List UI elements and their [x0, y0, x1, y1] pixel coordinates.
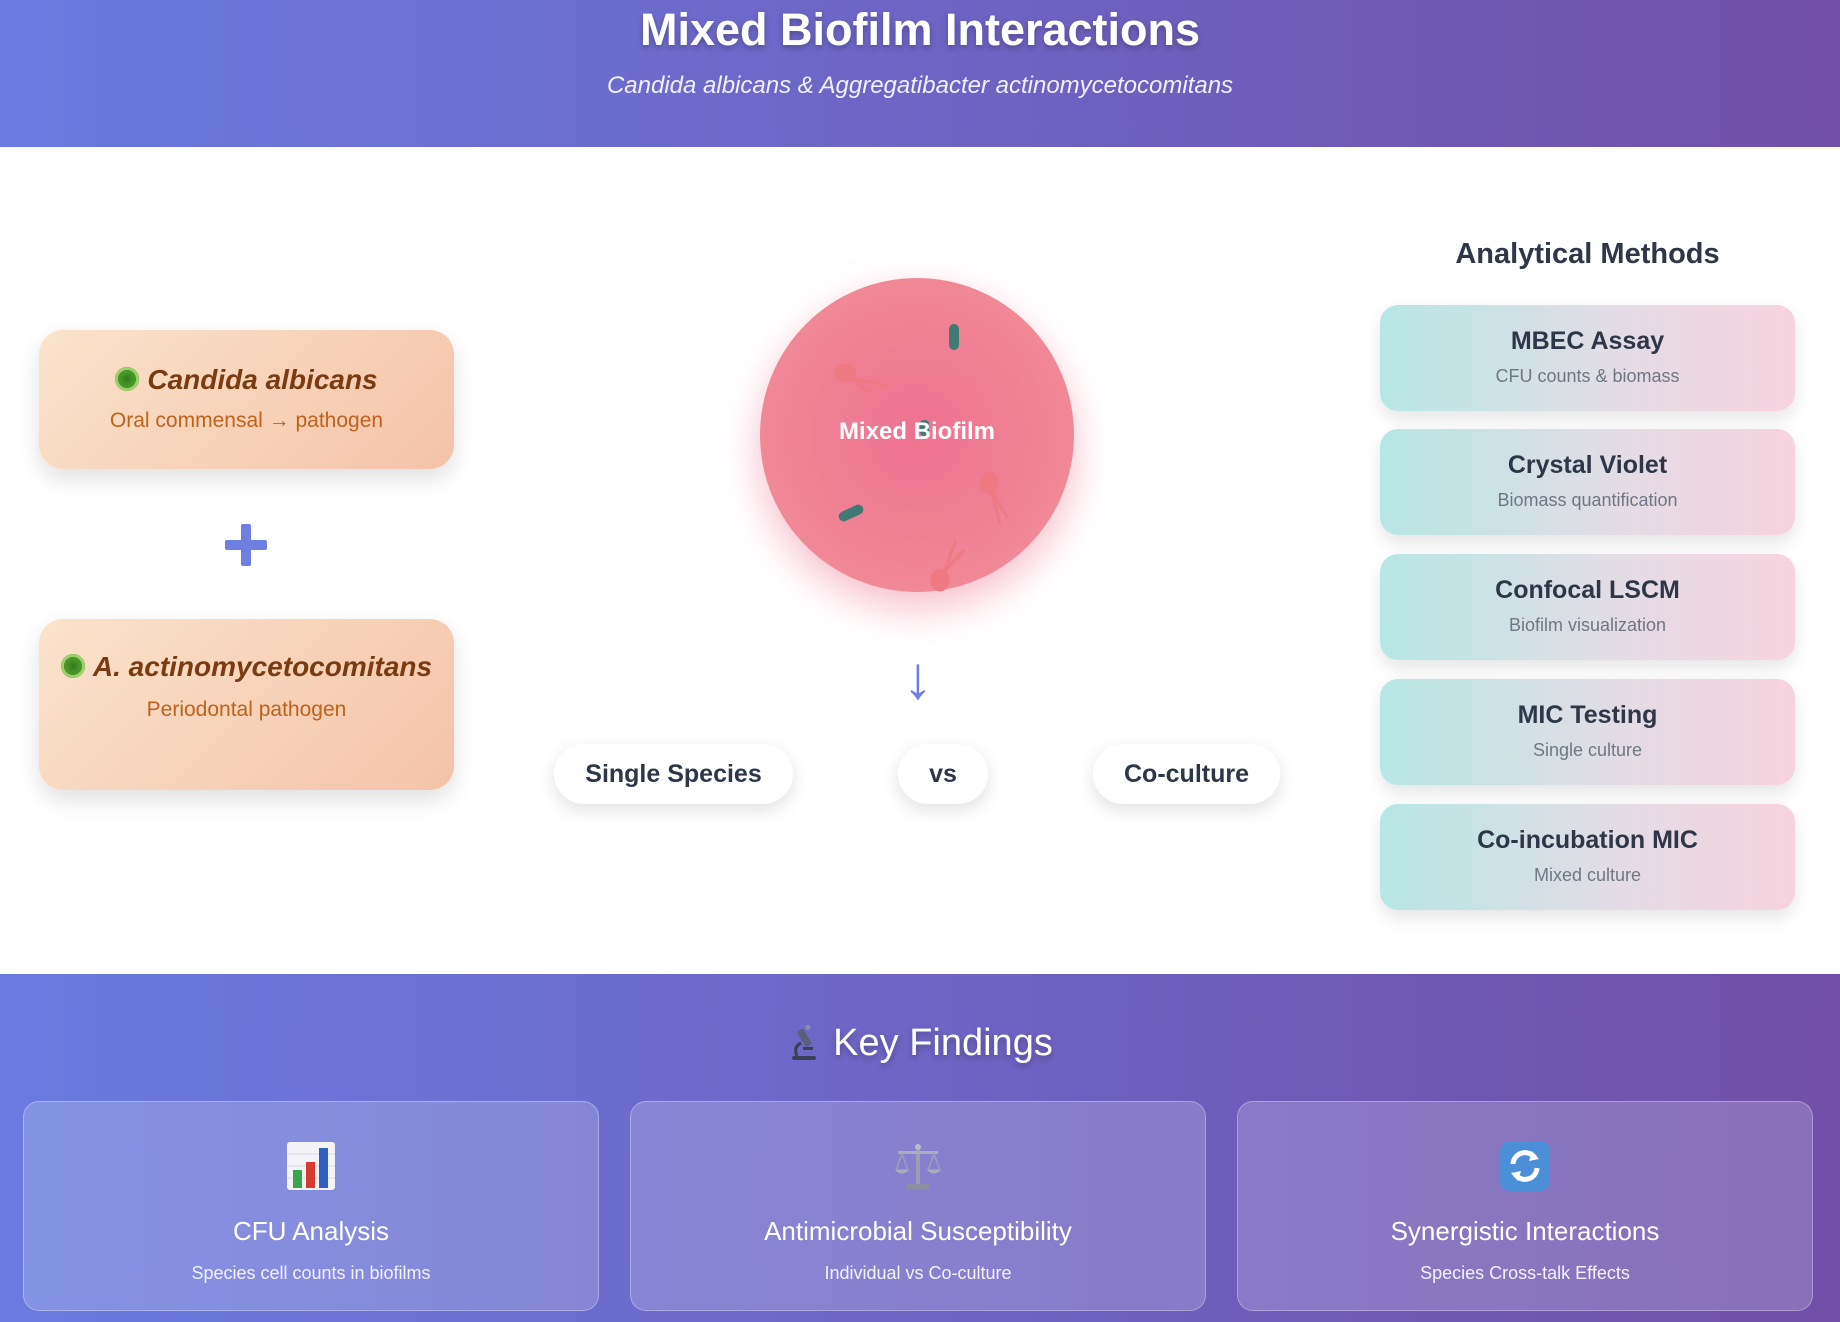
vs-pill: vs — [898, 744, 988, 804]
method-name: MBEC Assay — [1510, 327, 1665, 355]
finding-desc: Species Cross-talk Effects — [1420, 1263, 1630, 1283]
method-card-mic: MIC Testing Single culture — [1380, 679, 1795, 785]
cycle-arrows-icon — [1499, 1140, 1551, 1192]
finding-desc: Individual vs Co-culture — [824, 1263, 1012, 1283]
key-findings-section: Key Findings CFU Analysis Species cell c… — [0, 974, 1840, 1322]
method-name: Co-incubation MIC — [1477, 826, 1698, 854]
finding-title: Antimicrobial Susceptibility — [764, 1216, 1072, 1246]
species-role: Periodontal pathogen — [146, 698, 347, 721]
microscope-icon — [792, 1025, 817, 1060]
finding-title: Synergistic Interactions — [1390, 1216, 1660, 1246]
methods-title: Analytical Methods — [1455, 238, 1720, 270]
microbe-icon — [833, 324, 1010, 592]
method-desc: Biomass quantification — [1497, 490, 1678, 510]
method-desc: Single culture — [1532, 740, 1643, 760]
hypha — [930, 539, 966, 592]
method-desc: CFU counts & biomass — [1495, 366, 1680, 386]
biofilm-label: Mixed Biofilm — [838, 418, 995, 445]
rod-bacterium — [949, 324, 959, 350]
hypha — [979, 471, 1010, 525]
finding-card-antimicrobial: Antimicrobial Susceptibility Individual … — [630, 1101, 1206, 1311]
method-card-crystal-violet: Crystal Violet Biomass quantification — [1380, 429, 1795, 535]
method-desc: Mixed culture — [1533, 865, 1642, 885]
page-title: Mixed Biofilm Interactions — [639, 4, 1201, 55]
findings-title: Key Findings — [0, 1022, 1840, 1065]
mixed-biofilm-circle: Mixed Biofilm — [760, 278, 1074, 592]
germ-icon — [115, 367, 140, 391]
method-card-confocal: Confocal LSCM Biofilm visualization — [1380, 554, 1795, 660]
rod-bacterium — [838, 504, 864, 522]
header-banner: Mixed Biofilm Interactions Candida albic… — [0, 0, 1840, 147]
species-name: A. actinomycetocomitans — [92, 651, 433, 682]
germ-icon — [60, 654, 85, 678]
method-card-mbec: MBEC Assay CFU counts & biomass — [1380, 305, 1795, 411]
method-name: Confocal LSCM — [1495, 576, 1680, 604]
method-name: Crystal Violet — [1507, 451, 1668, 479]
method-desc: Biofilm visualization — [1508, 615, 1667, 635]
co-culture-pill: Co-culture — [1093, 744, 1280, 804]
finding-card-cfu: CFU Analysis Species cell counts in biof… — [23, 1101, 599, 1311]
method-name: MIC Testing — [1517, 701, 1658, 729]
species-card-aggregatibacter: A. actinomycetocomitans Periodontal path… — [39, 619, 454, 790]
plus-icon — [225, 524, 267, 566]
method-card-coincubation-mic: Co-incubation MIC Mixed culture — [1380, 804, 1795, 910]
balance-scale-icon — [892, 1140, 944, 1192]
down-arrow-icon: ↓ — [903, 644, 933, 711]
findings-title-text: Key Findings — [833, 1022, 1053, 1064]
species-role: Oral commensal → pathogen — [109, 409, 384, 432]
species-name: Candida albicans — [147, 364, 378, 395]
page-subtitle: Candida albicans & Aggregatibacter actin… — [606, 72, 1234, 99]
finding-card-synergistic: Synergistic Interactions Species Cross-t… — [1237, 1101, 1813, 1311]
finding-title: CFU Analysis — [232, 1216, 390, 1246]
hypha — [833, 363, 889, 396]
rod-bacterium — [920, 420, 929, 436]
finding-desc: Species cell counts in biofilms — [191, 1263, 431, 1283]
bar-chart-icon — [285, 1140, 337, 1192]
species-card-candida: Candida albicans Oral commensal → pathog… — [39, 330, 454, 469]
single-species-pill: Single Species — [554, 744, 793, 804]
